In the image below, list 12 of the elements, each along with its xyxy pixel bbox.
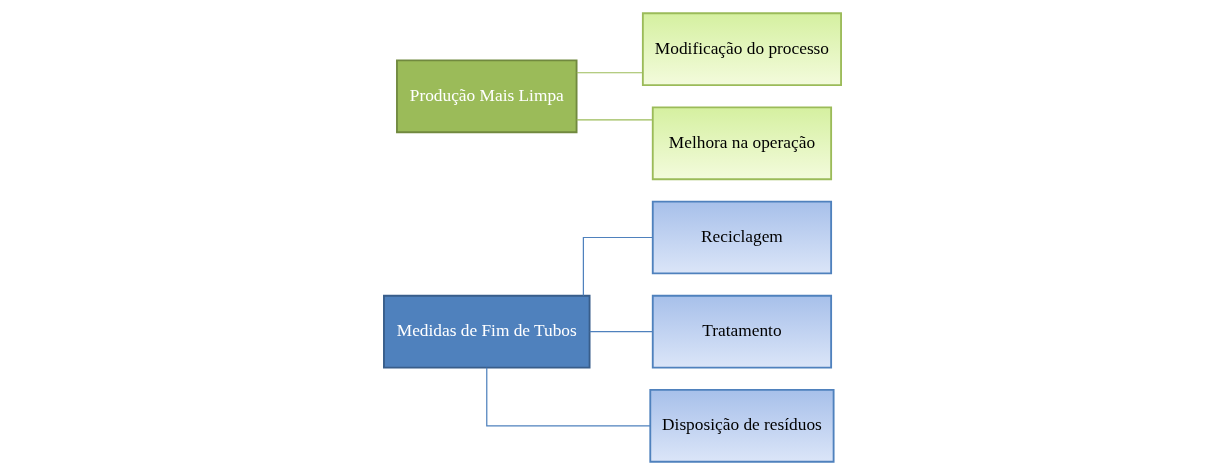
node-box: Tratamento (651, 294, 832, 369)
connector (485, 367, 651, 427)
node-box: Produção Mais Limpa (395, 59, 577, 134)
connector (582, 236, 653, 297)
connector (588, 331, 653, 333)
node-box: Reciclagem (651, 200, 832, 275)
connector (575, 119, 653, 121)
node-box: Disposição de resíduos (648, 388, 835, 463)
node-box: Medidas de Fim de Tubos (382, 294, 590, 369)
node-box: Modificação do processo (641, 12, 842, 87)
connector (575, 72, 643, 74)
node-box: Melhora na operação (651, 106, 832, 181)
